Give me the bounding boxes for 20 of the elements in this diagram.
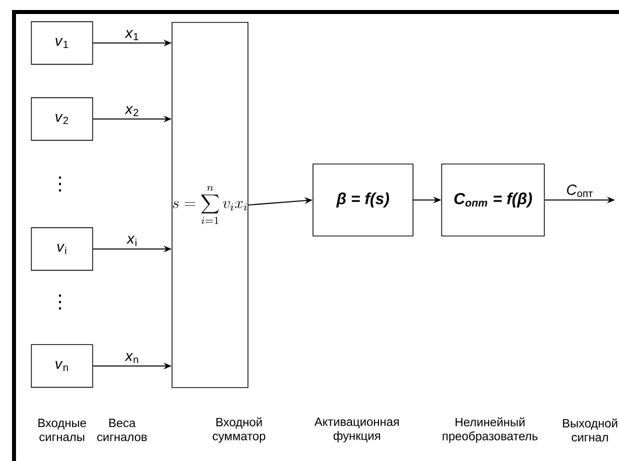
input-box: v$_{n}$ — [30, 344, 94, 388]
caption: Веса сигналов — [97, 418, 147, 442]
edge-label: x$_{i}$ — [126, 236, 136, 246]
ellipsis: ⋮ — [59, 294, 61, 310]
ellipsis: ⋮ — [59, 176, 61, 192]
activation-box: β = f(s) — [312, 164, 414, 236]
edge-label: x$_{n}$ — [124, 353, 138, 364]
caption: Нелинейный преобразователь — [442, 417, 538, 443]
edge-label: x$_{1}$ — [124, 30, 138, 40]
input-box: v$_{i}$ — [30, 227, 94, 271]
caption: Выходной сигнал — [563, 418, 618, 442]
edge-label: x$_{2}$ — [124, 106, 138, 116]
input-box: v$_{1}$ — [30, 21, 94, 65]
input-box: v$_{2}$ — [30, 97, 94, 141]
summator-box: $s = \sum_{i=1}^{n} v_i x_i$ — [172, 22, 248, 388]
converter-box: C$_{опт}$ = f(β) — [441, 164, 545, 236]
caption: Входной сумматор — [212, 417, 266, 443]
edge-label: C$_{опт}$ — [567, 184, 593, 198]
caption: Активационная функция — [314, 418, 399, 442]
caption: Входные сигналы — [38, 418, 86, 442]
